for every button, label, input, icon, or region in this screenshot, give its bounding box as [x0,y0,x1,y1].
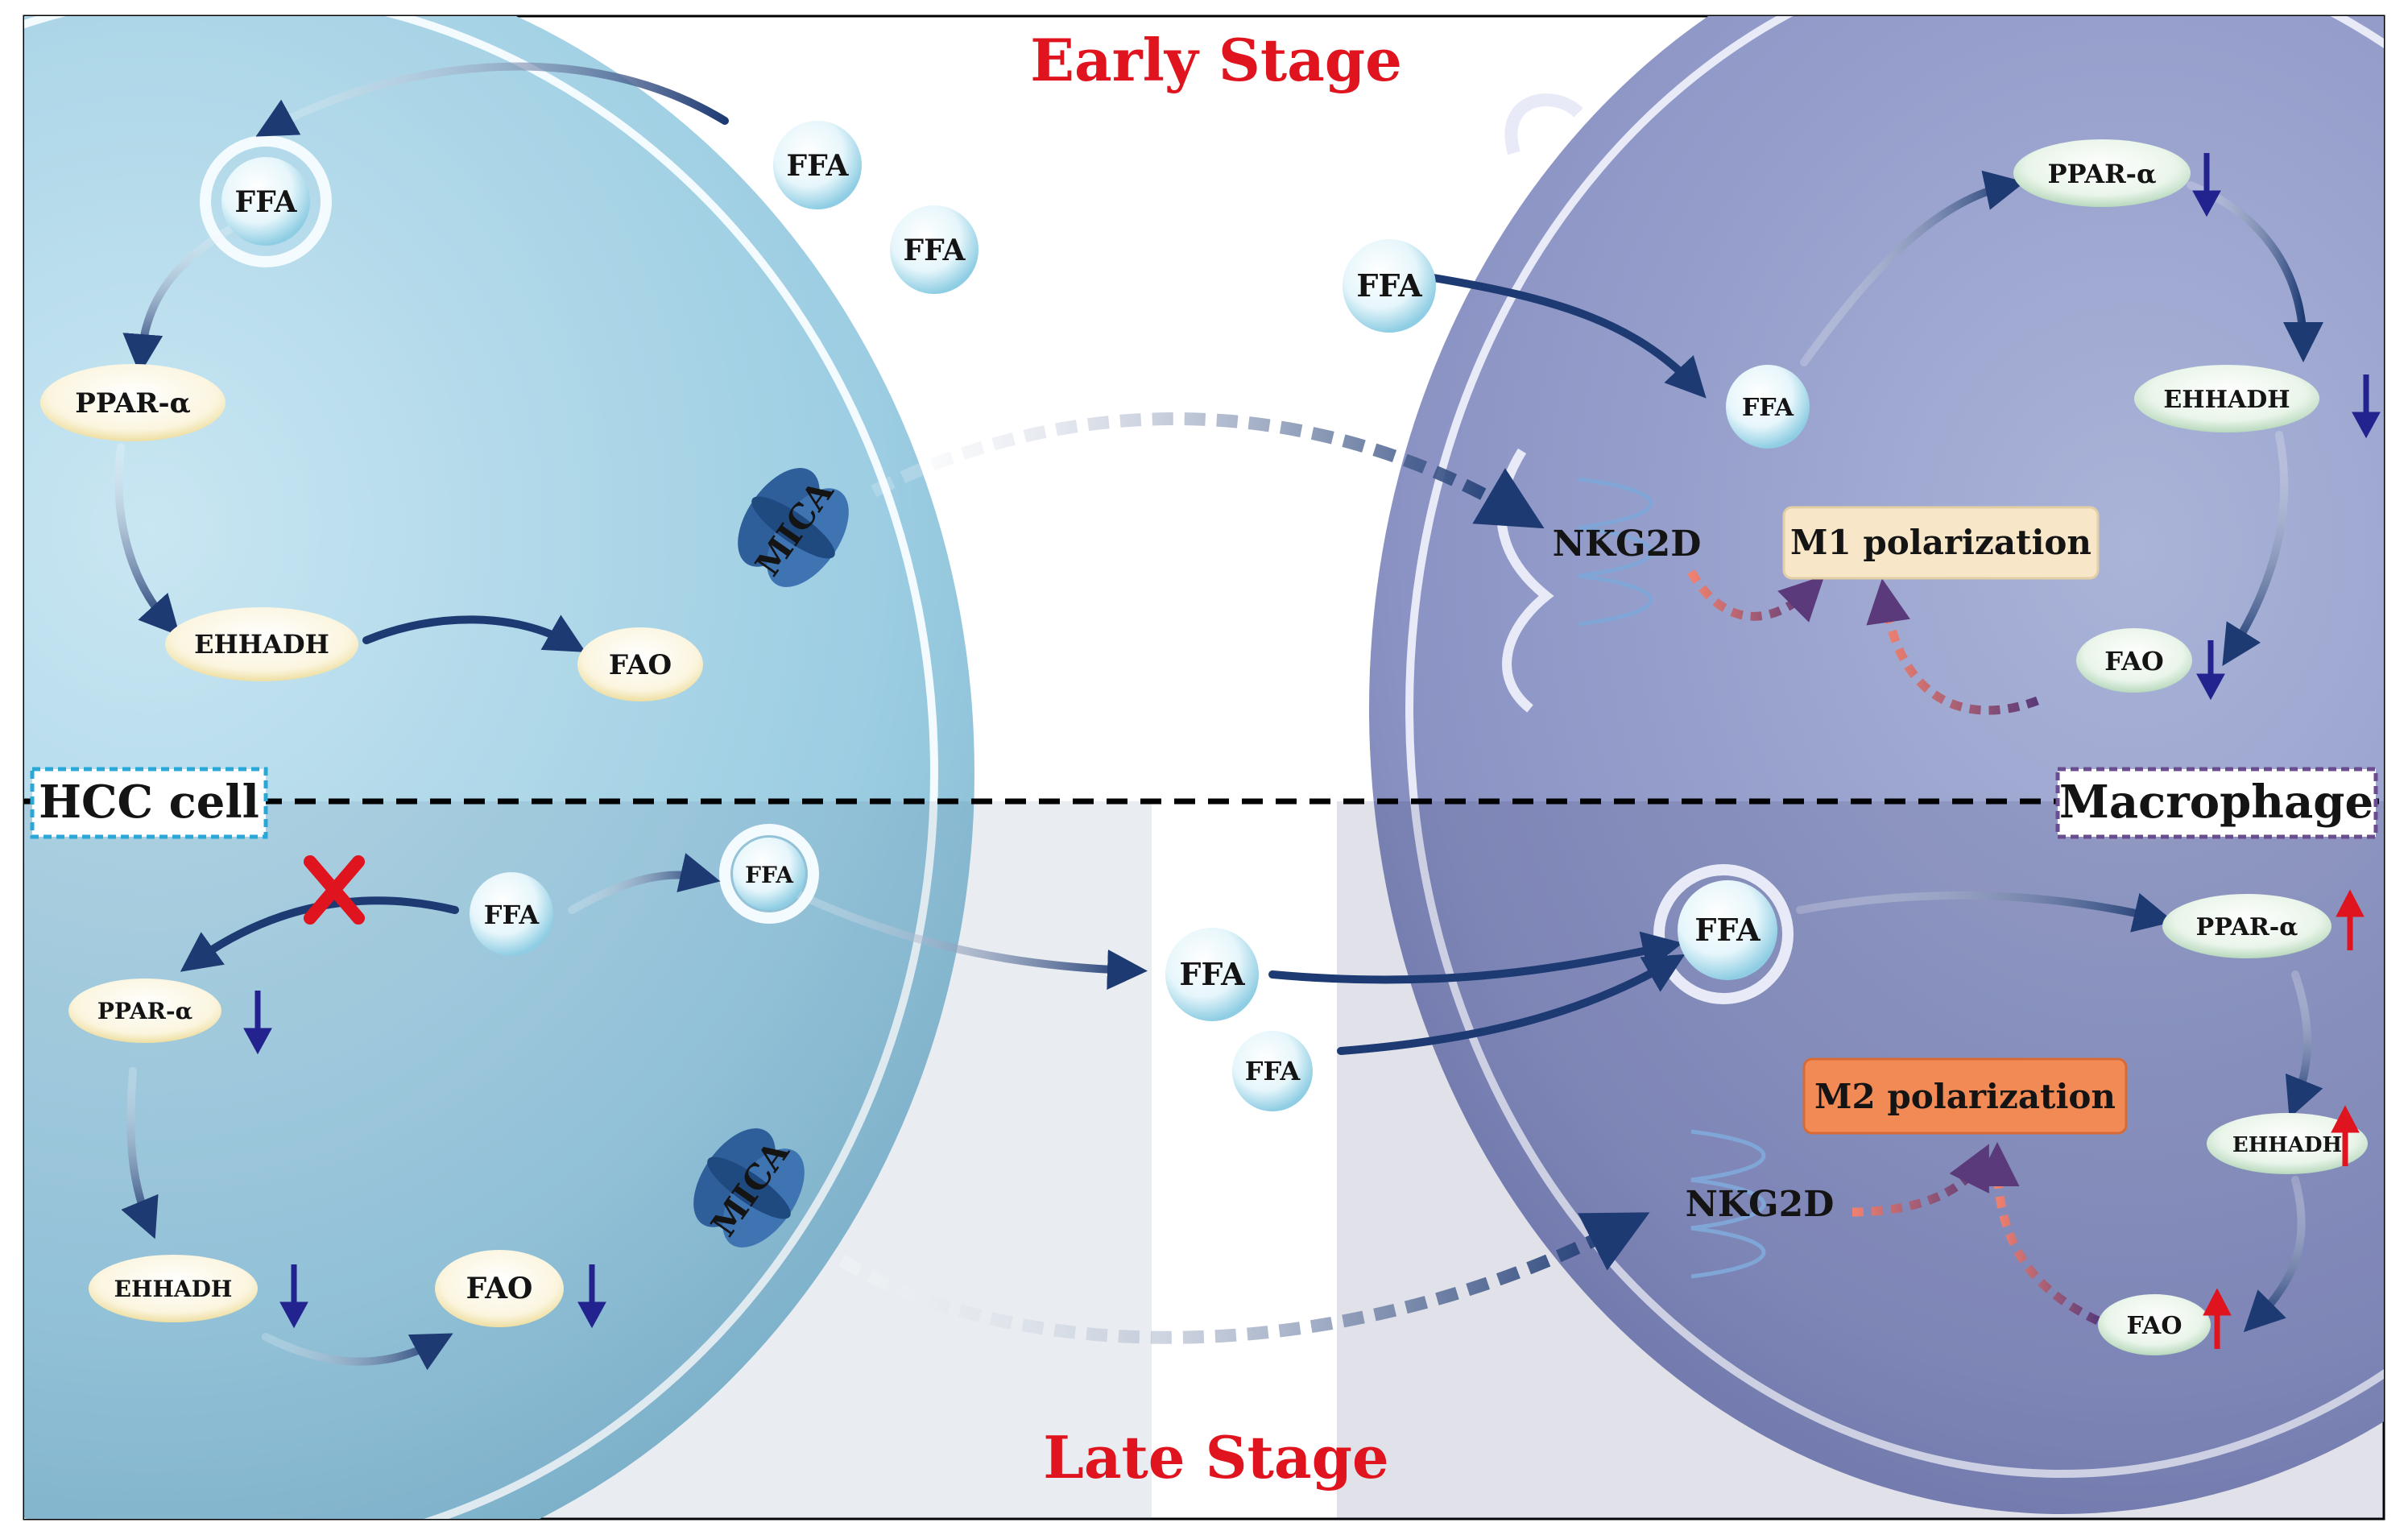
arrow-mica-nkg2d-late [838,1212,1650,1344]
navy-down-arrow-icon [279,1264,308,1329]
nkg2d-receptor-early [1578,477,1653,627]
ffa-bubble-hcc-late: FFA [470,872,553,956]
mac-fao-early: FAO [2076,628,2192,693]
nkg2d-label-early: NKG2D [1553,523,1702,565]
nkg2d-receptor-late [1690,1129,1766,1279]
hcc-fao-late: FAO [435,1250,564,1327]
svg-text:FFA: FFA [1245,1056,1301,1086]
ffa-bubble-transit-1: FFA [1165,928,1259,1021]
ffa-bubble-macrophage-entry: FFA [1343,239,1436,333]
mica-receptor-late: MICA [693,1128,805,1247]
svg-text:FFA: FFA [1694,912,1760,948]
svg-text:FFA: FFA [1742,394,1794,422]
svg-text:PPAR-α: PPAR-α [97,998,192,1024]
hcc-ppar-early: PPAR-α [40,364,225,441]
arrow-nkg2d-to-m2 [1852,1144,1989,1217]
arrow-ffa-to-ppar-m1 [1800,170,2025,366]
arrow-ehhadh-to-fao-early [362,614,586,652]
late-stage-title: Late Stage [1043,1423,1388,1492]
svg-text:FFA: FFA [1179,956,1245,992]
arrow-fao-to-m1 [1866,578,2039,715]
hcc-ppar-late: PPAR-α [68,979,221,1043]
svg-text:PPAR-α: PPAR-α [75,387,191,420]
ffa-bubble-transit-2: FFA [1232,1031,1313,1111]
arrow-ffa-to-vesicle-late [568,853,721,914]
svg-text:EHHADH: EHHADH [2232,1133,2342,1157]
hcc-endocytic-vesicle [200,135,332,267]
arrow-ffa-to-macrophage-2 [1337,954,1686,1055]
early-stage-title: Early Stage [1030,26,1402,94]
arrow-ffa-entry-macrophage [1429,274,1707,399]
arrow-ffa-to-ppar-early [122,225,234,374]
arrow-ehhadh-to-fao-late [262,1333,453,1371]
macrophage-label: Macrophage [2055,767,2378,839]
svg-text:FAO: FAO [2104,646,2164,676]
ffa-bubble-hcc-vesicle-late: FFA [733,838,805,910]
arrow-ppar-to-ehhadh-m1 [2187,181,2323,362]
svg-text:Macrophage: Macrophage [2059,776,2373,829]
svg-text:FFA: FFA [235,185,298,219]
navy-down-arrow-icon [577,1264,606,1329]
red-up-arrow-icon [2331,1105,2360,1166]
svg-text:EHHADH: EHHADH [2163,386,2290,414]
navy-down-arrow-icon [2192,153,2221,217]
arrow-ppar-to-ehhadh-m2 [2285,970,2323,1119]
ffa-bubble-hcc-vesicle: FFA [221,157,310,246]
hcc-ehhadh-late: EHHADH [89,1255,258,1322]
svg-text:PPAR-α: PPAR-α [2047,159,2156,189]
mac-ppar-early: PPAR-α [2013,139,2191,207]
svg-text:FAO: FAO [609,649,672,681]
arrow-ffa-release-hcc [793,890,1148,991]
svg-text:FFA: FFA [745,862,794,888]
red-x-icon [304,855,365,925]
ffa-bubble-extracellular-2: FFA [890,205,979,294]
svg-text:M1 polarization: M1 polarization [1790,523,2091,562]
arrow-ehhadh-to-fao-m2 [2243,1176,2306,1333]
arrow-ffa-uptake-hcc [255,62,729,137]
arrow-ppar-to-ehhadh-early [114,443,180,636]
arrow-nkg2d-to-m1 [1687,569,1825,623]
hcc-fao-early: FAO [577,627,703,701]
svg-text:M2 polarization: M2 polarization [1814,1077,2116,1116]
mac-ehhadh-late: EHHADH [2207,1113,2368,1174]
ffa-bubble-macrophage-late: FFA [1678,880,1777,980]
navy-down-arrow-icon [2352,374,2381,439]
svg-text:FFA: FFA [1356,267,1422,304]
svg-text:FAO: FAO [466,1272,533,1305]
svg-text:FFA: FFA [904,234,966,267]
svg-text:FFA: FFA [484,900,540,930]
svg-text:PPAR-α: PPAR-α [2196,913,2298,941]
nkg2d-label-late: NKG2D [1686,1184,1835,1225]
svg-text:HCC cell: HCC cell [39,776,259,829]
arrow-ffa-to-macrophage-1 [1268,931,1683,984]
red-up-arrow-icon [2336,889,2365,950]
m1-polarization-box: M1 polarization [1782,506,2100,580]
svg-text:EHHADH: EHHADH [114,1276,233,1302]
svg-text:EHHADH: EHHADH [194,629,329,660]
m2-polarization-box: M2 polarization [1802,1057,2128,1135]
arrow-ehhadh-to-fao-m1 [2222,431,2289,666]
hcc-ehhadh-early: EHHADH [165,607,358,681]
svg-text:FAO: FAO [2127,1312,2183,1340]
hcc-exocytic-vesicle [719,824,819,924]
ffa-bubble-extracellular-1: FFA [773,121,862,209]
mac-ppar-late: PPAR-α [2162,894,2331,958]
arrow-ffa-to-ppar-m2 [1796,891,2174,933]
hcc-cell-label: HCC cell [30,767,268,839]
arrow-mica-nkg2d-early [871,412,1545,529]
arrow-fao-to-m2 [1975,1142,2100,1325]
svg-text:FFA: FFA [787,149,850,183]
navy-down-arrow-icon [243,991,272,1055]
mac-fao-late: FAO [2098,1294,2211,1355]
ffa-bubble-macrophage-early: FFA [1726,365,1810,449]
mac-ehhadh-early: EHHADH [2134,365,2319,432]
red-up-arrow-icon [2203,1288,2232,1349]
arrow-ppar-to-ehhadh-late [121,1067,159,1239]
navy-down-arrow-icon [2196,640,2225,701]
